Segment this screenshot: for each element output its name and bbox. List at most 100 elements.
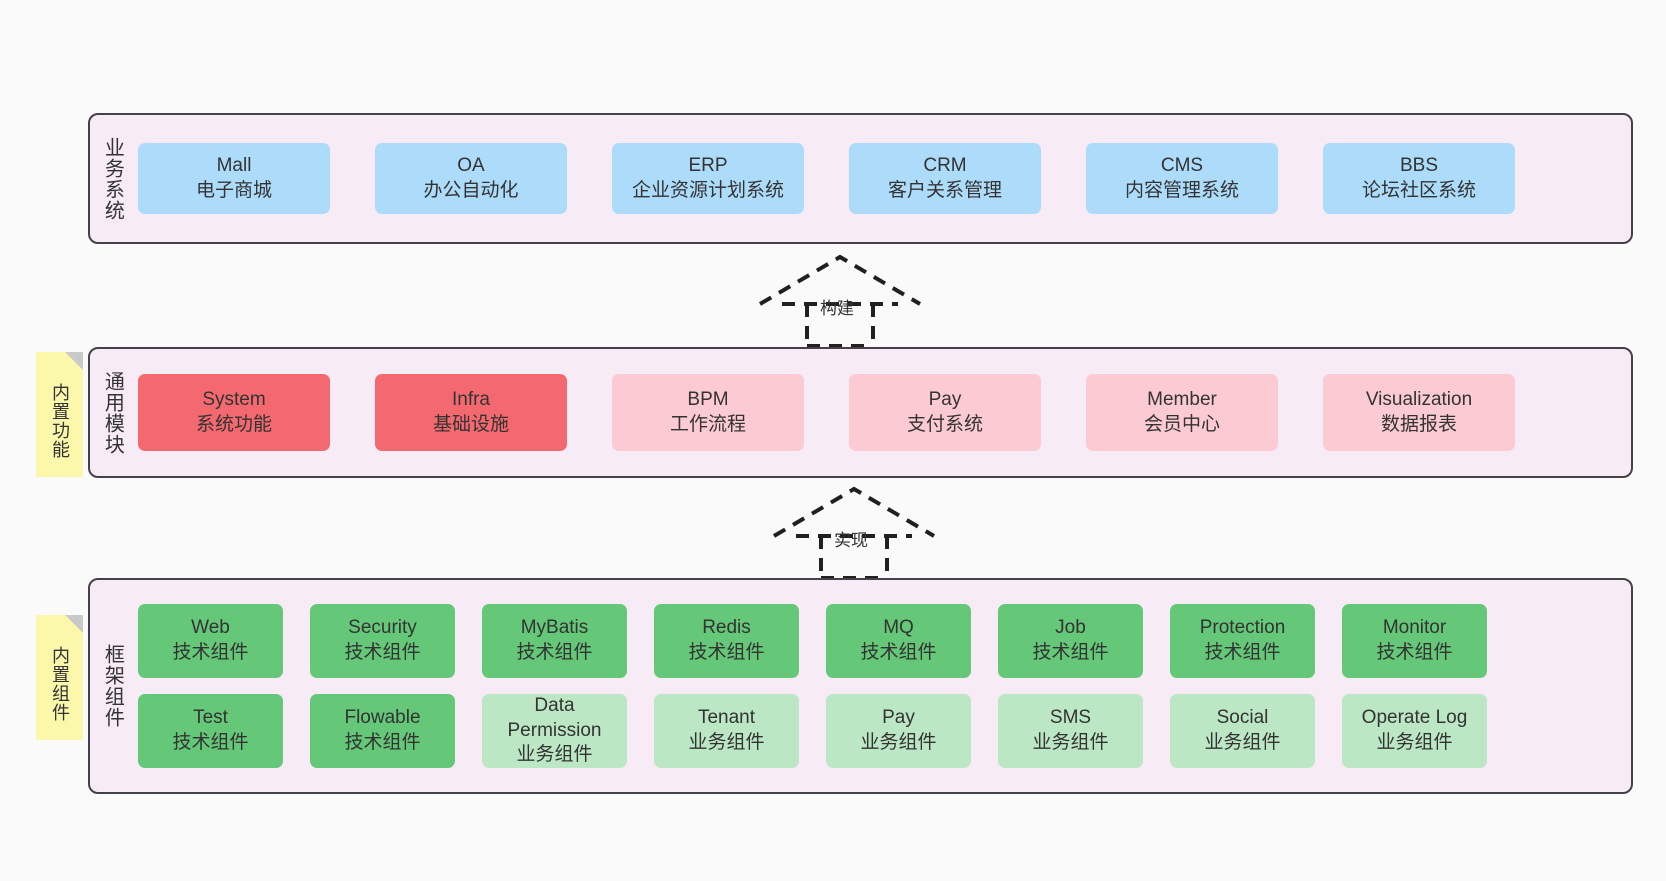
- connector-implement-label: 实现: [834, 531, 868, 550]
- card-pay-module-en: Pay: [928, 388, 962, 410]
- layer-framework-body: Web 技术组件 Security 技术组件 MyBatis 技术组件 Redi…: [134, 580, 1631, 792]
- business-card-row: Mall 电子商城 OA 办公自动化 ERP 企业资源计划系统 CRM 客户关系…: [134, 143, 1617, 214]
- card-job[interactable]: Job 技术组件: [998, 604, 1143, 678]
- card-sms-en: SMS: [1049, 707, 1092, 729]
- card-infra[interactable]: Infra 基础设施: [375, 374, 567, 451]
- layer-business-title: 业务系统: [101, 136, 124, 221]
- modules-card-row: System 系统功能 Infra 基础设施 BPM 工作流程 Pay 支付系统…: [134, 374, 1617, 451]
- card-mybatis[interactable]: MyBatis 技术组件: [482, 604, 627, 678]
- layer-modules-title: 通用模块: [101, 370, 124, 455]
- card-cms-en: CMS: [1160, 154, 1204, 176]
- card-visualization-en: Visualization: [1365, 388, 1473, 410]
- card-test-en: Test: [193, 707, 228, 729]
- layer-business-systems: 业务系统 Mall 电子商城 OA 办公自动化 ERP 企业资源计划系统 CRM…: [88, 113, 1633, 244]
- card-security[interactable]: Security 技术组件: [310, 604, 455, 678]
- card-oa-cn: 办公自动化: [423, 179, 519, 201]
- card-system-en: System: [202, 388, 266, 410]
- card-security-en: Security: [348, 617, 417, 639]
- connector-build-label: 构建: [820, 299, 854, 318]
- card-mall[interactable]: Mall 电子商城: [138, 143, 330, 214]
- card-infra-en: Infra: [451, 388, 491, 410]
- note-builtin-features: 内置功能: [36, 352, 83, 477]
- card-mall-cn: 电子商城: [195, 179, 272, 201]
- card-mall-en: Mall: [216, 154, 252, 176]
- card-member[interactable]: Member 会员中心: [1086, 374, 1278, 451]
- card-mq-cn: 技术组件: [860, 642, 937, 663]
- card-system[interactable]: System 系统功能: [138, 374, 330, 451]
- note-builtin-components: 内置组件: [36, 615, 83, 740]
- card-security-cn: 技术组件: [344, 642, 421, 663]
- card-redis-cn: 技术组件: [688, 642, 765, 663]
- card-flowable[interactable]: Flowable 技术组件: [310, 694, 455, 768]
- card-monitor-cn: 技术组件: [1376, 642, 1453, 663]
- card-visualization[interactable]: Visualization 数据报表: [1323, 374, 1515, 451]
- card-pay-module-cn: 支付系统: [906, 413, 983, 435]
- card-data-permission[interactable]: Data Permission 业务组件: [482, 694, 627, 768]
- card-pay-module[interactable]: Pay 支付系统: [849, 374, 1041, 451]
- layer-business-body: Mall 电子商城 OA 办公自动化 ERP 企业资源计划系统 CRM 客户关系…: [134, 115, 1631, 242]
- card-redis-en: Redis: [702, 617, 751, 639]
- card-pay-component-en: Pay: [882, 707, 915, 729]
- card-mybatis-en: MyBatis: [520, 617, 589, 639]
- card-operate-log-cn: 业务组件: [1376, 732, 1453, 753]
- card-visualization-cn: 数据报表: [1380, 413, 1457, 435]
- card-bpm-en: BPM: [687, 388, 729, 410]
- card-erp[interactable]: ERP 企业资源计划系统: [612, 143, 804, 214]
- card-bpm-cn: 工作流程: [669, 413, 746, 435]
- connector-build-arrow: [758, 254, 922, 348]
- card-tenant-cn: 业务组件: [688, 732, 765, 753]
- card-infra-cn: 基础设施: [432, 413, 509, 435]
- card-crm-cn: 客户关系管理: [887, 179, 1002, 201]
- card-protection-en: Protection: [1199, 617, 1286, 639]
- card-oa-en: OA: [457, 154, 485, 176]
- card-redis[interactable]: Redis 技术组件: [654, 604, 799, 678]
- card-bbs-cn: 论坛社区系统: [1361, 179, 1476, 201]
- card-job-cn: 技术组件: [1032, 642, 1109, 663]
- card-cms-cn: 内容管理系统: [1124, 179, 1239, 201]
- framework-business-row: Test 技术组件 Flowable 技术组件 Data Permission …: [134, 694, 1617, 768]
- connector-build: 构建: [752, 252, 932, 348]
- framework-tech-row: Web 技术组件 Security 技术组件 MyBatis 技术组件 Redi…: [134, 604, 1617, 678]
- card-social-cn: 业务组件: [1204, 732, 1281, 753]
- card-crm-en: CRM: [923, 154, 967, 176]
- connector-implement: 实现: [766, 484, 946, 580]
- card-mq[interactable]: MQ 技术组件: [826, 604, 971, 678]
- card-flowable-en: Flowable: [344, 707, 421, 729]
- card-cms[interactable]: CMS 内容管理系统: [1086, 143, 1278, 214]
- card-social-en: Social: [1216, 707, 1269, 729]
- card-bbs[interactable]: BBS 论坛社区系统: [1323, 143, 1515, 214]
- card-mybatis-cn: 技术组件: [516, 642, 593, 663]
- card-pay-component-cn: 业务组件: [860, 732, 937, 753]
- card-operate-log-en: Operate Log: [1361, 707, 1468, 729]
- card-bpm[interactable]: BPM 工作流程: [612, 374, 804, 451]
- card-mq-en: MQ: [883, 617, 914, 639]
- card-member-cn: 会员中心: [1143, 413, 1220, 435]
- card-tenant[interactable]: Tenant 业务组件: [654, 694, 799, 768]
- card-web-cn: 技术组件: [172, 642, 249, 663]
- card-protection-cn: 技术组件: [1204, 642, 1281, 663]
- card-erp-cn: 企业资源计划系统: [631, 179, 784, 201]
- card-monitor-en: Monitor: [1382, 617, 1447, 639]
- card-web[interactable]: Web 技术组件: [138, 604, 283, 678]
- card-bbs-en: BBS: [1399, 154, 1439, 176]
- card-tenant-en: Tenant: [697, 707, 756, 729]
- layer-common-modules: 通用模块 System 系统功能 Infra 基础设施 BPM 工作流程 Pay…: [88, 347, 1633, 478]
- card-test-cn: 技术组件: [172, 732, 249, 753]
- card-protection[interactable]: Protection 技术组件: [1170, 604, 1315, 678]
- card-crm[interactable]: CRM 客户关系管理: [849, 143, 1041, 214]
- card-job-en: Job: [1055, 617, 1086, 639]
- card-operate-log[interactable]: Operate Log 业务组件: [1342, 694, 1487, 768]
- card-test[interactable]: Test 技术组件: [138, 694, 283, 768]
- card-web-en: Web: [191, 617, 230, 639]
- card-member-en: Member: [1147, 388, 1217, 410]
- layer-framework-components: 框架组件 Web 技术组件 Security 技术组件 MyBatis 技术组件…: [88, 578, 1633, 794]
- card-social[interactable]: Social 业务组件: [1170, 694, 1315, 768]
- card-monitor[interactable]: Monitor 技术组件: [1342, 604, 1487, 678]
- card-data-permission-en: Data Permission: [507, 694, 602, 741]
- card-pay-component[interactable]: Pay 业务组件: [826, 694, 971, 768]
- note-builtin-features-text: 内置功能: [49, 382, 70, 459]
- card-sms-cn: 业务组件: [1032, 732, 1109, 753]
- card-sms[interactable]: SMS 业务组件: [998, 694, 1143, 768]
- card-oa[interactable]: OA 办公自动化: [375, 143, 567, 214]
- card-system-cn: 系统功能: [195, 413, 272, 435]
